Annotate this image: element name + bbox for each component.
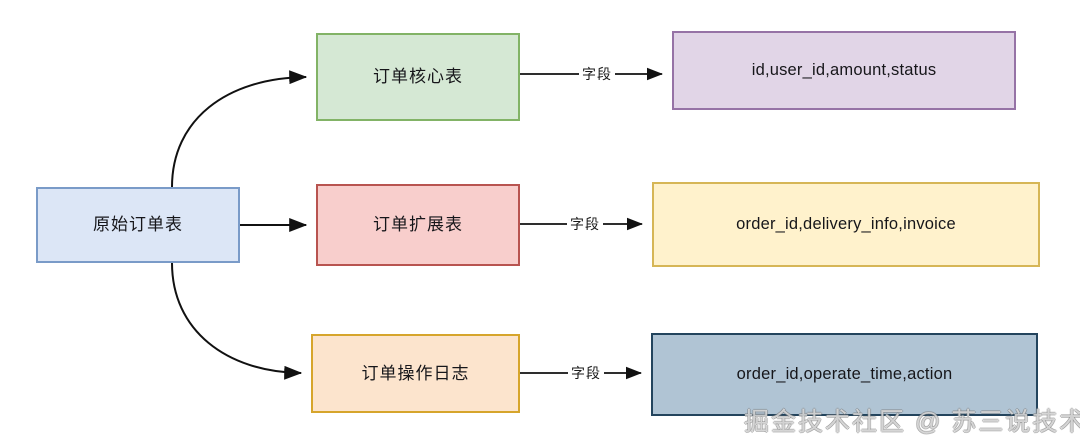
node-label: 订单操作日志 (361, 363, 470, 383)
node-source-order-table[interactable]: 原始订单表 (36, 187, 240, 263)
edge-label-log-fields: 字段 (568, 362, 604, 384)
edge-source-to-core (171, 70, 308, 188)
node-extension-fields[interactable]: order_id,delivery_info,invoice (652, 182, 1040, 267)
edge-label-extension-fields: 字段 (567, 213, 603, 235)
node-label: order_id,delivery_info,invoice (736, 215, 956, 234)
node-label: id,user_id,amount,status (751, 61, 937, 80)
node-order-operation-log[interactable]: 订单操作日志 (311, 334, 520, 413)
node-core-fields[interactable]: id,user_id,amount,status (672, 31, 1016, 110)
edge-source-to-log (171, 262, 303, 380)
node-label: order_id,operate_time,action (736, 365, 953, 384)
node-order-core-table[interactable]: 订单核心表 (316, 33, 520, 121)
node-label: 订单扩展表 (373, 215, 463, 235)
node-label: 订单核心表 (373, 67, 463, 87)
edge-label-core-fields: 字段 (579, 63, 615, 85)
node-label: 原始订单表 (93, 215, 183, 235)
node-log-fields[interactable]: order_id,operate_time,action (651, 333, 1038, 416)
node-order-extension-table[interactable]: 订单扩展表 (316, 184, 520, 266)
